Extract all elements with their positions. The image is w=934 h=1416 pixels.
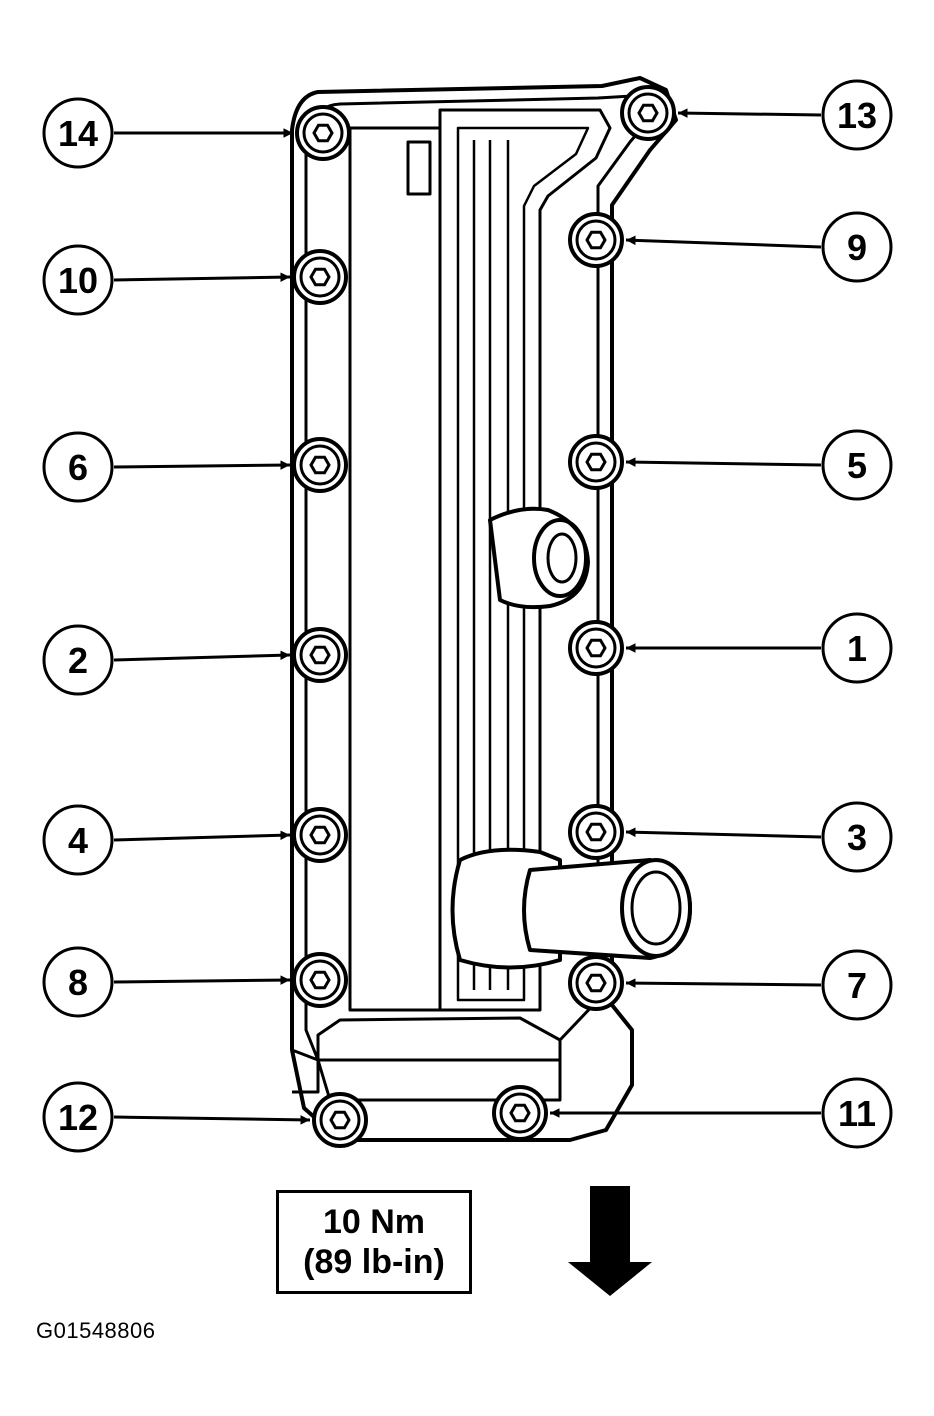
callout-label: 7 bbox=[847, 965, 867, 1006]
callout-label: 1 bbox=[847, 628, 867, 669]
bolt-3 bbox=[568, 804, 624, 860]
callout-2: 2 bbox=[42, 624, 114, 696]
torque-spec-box: 10 Nm (89 lb-in) bbox=[276, 1190, 472, 1294]
leader-7 bbox=[625, 978, 822, 988]
bolt-12 bbox=[312, 1092, 368, 1148]
callout-10: 10 bbox=[42, 244, 114, 316]
callout-label: 12 bbox=[58, 1097, 98, 1138]
bolt-13 bbox=[620, 85, 676, 141]
torque-imperial: (89 lb-in) bbox=[303, 1243, 445, 1281]
leader-4 bbox=[113, 830, 291, 842]
callout-label: 5 bbox=[847, 445, 867, 486]
callout-7: 7 bbox=[821, 949, 893, 1021]
callout-label: 9 bbox=[847, 227, 867, 268]
bolt-7 bbox=[568, 955, 624, 1011]
figure-id: G01548806 bbox=[36, 1318, 156, 1343]
bolt-10 bbox=[292, 249, 348, 305]
callout-label: 8 bbox=[68, 962, 88, 1003]
callout-1: 1 bbox=[821, 612, 893, 684]
callout-label: 3 bbox=[847, 817, 867, 858]
callout-13: 13 bbox=[821, 79, 893, 151]
callout-label: 13 bbox=[837, 95, 877, 136]
bolt-group bbox=[292, 85, 676, 1148]
callout-6: 6 bbox=[42, 431, 114, 503]
leader-12 bbox=[113, 1115, 311, 1125]
bolt-4 bbox=[292, 807, 348, 863]
bolt-8 bbox=[292, 952, 348, 1008]
leader-13 bbox=[677, 108, 822, 118]
callout-label: 2 bbox=[68, 640, 88, 681]
leader-2 bbox=[113, 650, 291, 662]
bolt-1 bbox=[568, 620, 624, 676]
bolt-11 bbox=[492, 1085, 548, 1141]
callout-8: 8 bbox=[42, 946, 114, 1018]
callout-14: 14 bbox=[42, 97, 114, 169]
callout-9: 9 bbox=[821, 211, 893, 283]
callout-label: 6 bbox=[68, 447, 88, 488]
callout-5: 5 bbox=[821, 429, 893, 501]
bolt-2 bbox=[292, 627, 348, 683]
bolt-5 bbox=[568, 434, 624, 490]
leader-3 bbox=[625, 827, 822, 839]
down-arrow-icon bbox=[568, 1186, 652, 1296]
callout-label: 14 bbox=[58, 113, 98, 154]
callout-12: 12 bbox=[42, 1081, 114, 1153]
bolt-6 bbox=[292, 437, 348, 493]
leader-10 bbox=[113, 272, 291, 282]
valve-cover bbox=[290, 76, 692, 1142]
callout-3: 3 bbox=[821, 801, 893, 873]
leader-arrows bbox=[113, 108, 822, 1125]
callout-label: 4 bbox=[68, 820, 88, 861]
bolt-9 bbox=[568, 212, 624, 268]
callout-label: 10 bbox=[58, 260, 98, 301]
leader-5 bbox=[625, 457, 822, 467]
bolt-14 bbox=[295, 105, 351, 161]
leader-9 bbox=[625, 235, 822, 249]
callout-4: 4 bbox=[42, 804, 114, 876]
callout-11: 11 bbox=[821, 1077, 893, 1149]
leader-8 bbox=[113, 975, 291, 985]
callout-label: 11 bbox=[838, 1093, 876, 1134]
leader-6 bbox=[113, 460, 291, 470]
torque-metric: 10 Nm bbox=[322, 1203, 426, 1241]
